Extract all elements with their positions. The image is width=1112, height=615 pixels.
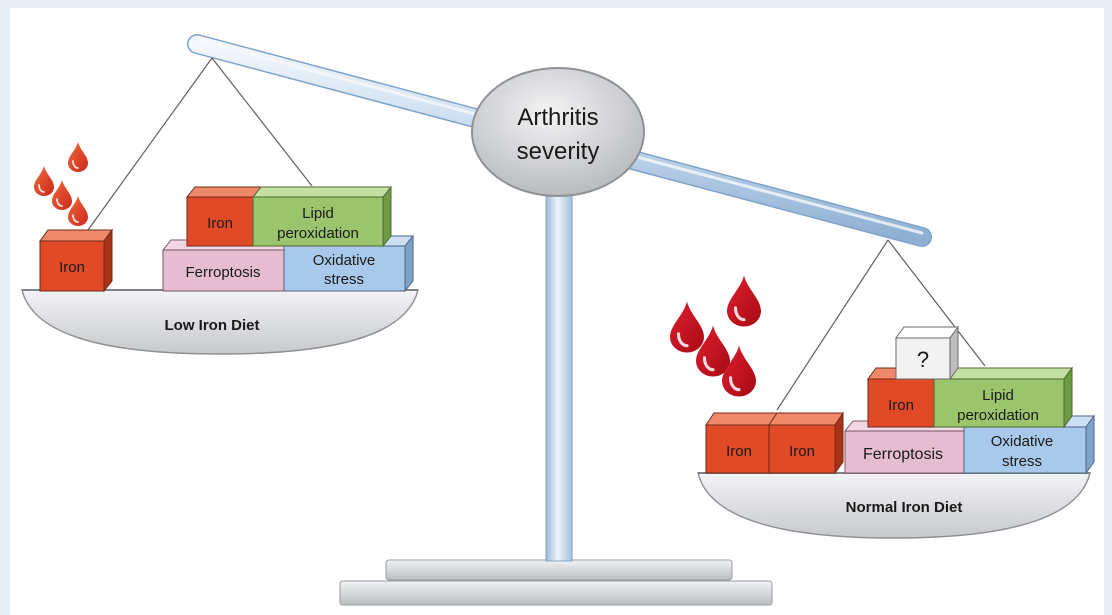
svg-text:stress: stress xyxy=(324,271,364,288)
blood-drop-icon xyxy=(52,179,72,211)
left-pan-title: Low Iron Diet xyxy=(165,317,260,334)
blood-drop-icon xyxy=(34,165,54,197)
blood-drop-icon xyxy=(670,299,704,355)
svg-text:peroxidation: peroxidation xyxy=(277,225,359,242)
svg-text:Iron: Iron xyxy=(726,443,752,460)
right-iron-block-a: Iron xyxy=(705,411,781,475)
right-pan: Normal Iron Diet xyxy=(697,472,1091,539)
right-lipid-peroxidation-block: Lipid peroxidation xyxy=(933,366,1073,429)
scale-post xyxy=(545,179,573,562)
arthritis-severity-oval: Arthritis severity xyxy=(471,67,645,197)
center-label-line2: severity xyxy=(517,138,600,165)
blood-drop-icon xyxy=(727,273,761,329)
svg-text:Ferroptosis: Ferroptosis xyxy=(185,264,260,281)
svg-text:Iron: Iron xyxy=(888,397,914,414)
svg-text:stress: stress xyxy=(1002,453,1042,470)
left-pan: Low Iron Diet xyxy=(21,289,419,355)
svg-text:peroxidation: peroxidation xyxy=(957,407,1039,424)
center-label-line1: Arthritis xyxy=(517,104,598,131)
scale-base xyxy=(339,559,773,606)
right-pan-strings xyxy=(776,239,986,411)
left-ferroptosis-block: Ferroptosis xyxy=(161,239,294,292)
svg-text:Lipid: Lipid xyxy=(302,205,334,222)
right-iron-block-b: Iron xyxy=(768,411,844,475)
svg-text:Iron: Iron xyxy=(789,443,815,460)
left-lipid-peroxidation-block: Lipid peroxidation xyxy=(251,185,393,248)
svg-text:Oxidative: Oxidative xyxy=(991,433,1054,450)
left-pan-strings xyxy=(87,57,313,231)
right-ferroptosis-block: Ferroptosis xyxy=(843,420,974,474)
left-blood-drops xyxy=(34,141,88,227)
blood-drop-icon xyxy=(68,141,88,173)
svg-text:Iron: Iron xyxy=(207,215,233,232)
left-iron-top-block: Iron xyxy=(185,186,263,247)
svg-text:Oxidative: Oxidative xyxy=(313,252,376,269)
right-blood-drops xyxy=(670,273,761,399)
svg-text:Iron: Iron xyxy=(59,259,85,276)
svg-text:Ferroptosis: Ferroptosis xyxy=(863,446,943,463)
svg-text:Lipid: Lipid xyxy=(982,387,1014,404)
right-unknown-block: ? xyxy=(895,325,959,381)
right-pan-title: Normal Iron Diet xyxy=(846,499,963,516)
question-mark: ? xyxy=(917,347,929,372)
left-iron-single-block: Iron xyxy=(39,228,113,293)
